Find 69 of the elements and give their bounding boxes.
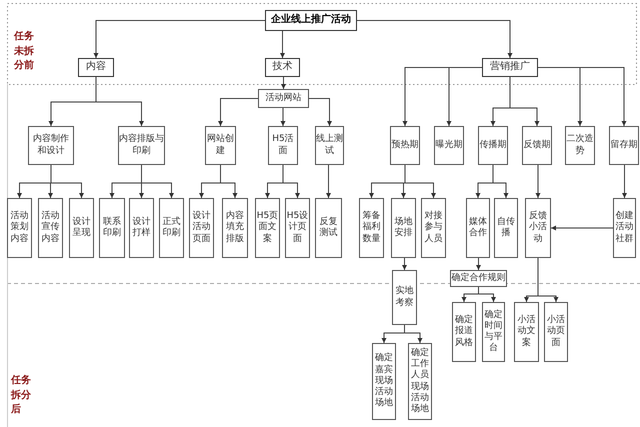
process-box: 设计呈现 [69,198,94,258]
arrow [220,164,238,198]
process-box: 内容排版与印刷 [118,126,165,165]
process-box: 确定报道风格 [452,302,476,362]
process-box: 内容制作和设计 [28,126,74,165]
process-box: 二次造势 [565,126,595,165]
arrow [404,164,436,198]
arrow [446,67,482,126]
arrow [141,164,174,198]
process-box: 网站创建 [205,126,236,165]
process-box: 活动网站 [258,89,309,108]
process-box: 线上测试 [315,126,344,165]
arrow [536,164,540,198]
section-label: 任务拆分后 [11,374,32,417]
process-box: 确定合作规则 [450,270,507,287]
process-box: H5页面文案 [255,198,280,258]
process-box: 小活动文案 [514,302,539,362]
process-box: 反馈小活动 [525,198,551,258]
arrow [404,324,422,344]
process-box: 内容填充排版 [222,198,248,258]
process-box: 活动宣传内容 [38,198,63,258]
process-box: 确定时间与平台 [482,302,505,362]
arrow [622,164,627,198]
process-box: 反馈期 [522,126,552,165]
arrow [280,108,286,126]
process-box: 曝光期 [434,126,464,165]
process-box: 媒体合作 [466,198,490,258]
arrow [510,76,540,126]
arrow [308,98,332,126]
process-box: 企业线上推广活动 [265,10,357,31]
arrow [282,164,300,198]
process-box: 小活动页面 [544,302,568,362]
process-box: 内容 [78,58,114,77]
process-box: 活动策划内容 [7,198,32,258]
process-box: 预热期 [390,126,420,165]
arrow [280,30,285,58]
process-box: 确定工作人员现场活动场地 [408,343,432,420]
arrow [402,258,407,270]
arrow [326,164,331,198]
arrow [50,164,84,198]
section-label: 任务未拆分前 [14,30,35,73]
process-box: H5设计页面 [285,198,310,258]
arrow [281,76,286,90]
arrow [94,20,266,58]
process-box: 场地安排 [391,198,416,258]
process-box: 营销推广 [482,58,538,77]
process-box: 对接参与人员 [421,198,446,258]
process-box: 设计打样 [129,198,154,258]
process-box: 正式印刷 [159,198,184,258]
process-box: 联系印刷 [99,198,125,258]
process-box: 设计活动页面 [189,198,214,258]
process-box: 确定嘉宾现场活动场地 [372,343,396,420]
arrow [356,20,512,58]
arrow [538,67,626,126]
process-box: H5活面 [268,126,298,165]
process-box: 筹备福利数量 [359,198,384,258]
arrow [550,226,614,230]
process-box: 传播期 [478,126,508,165]
arrow [218,98,258,126]
process-box: 自传播 [494,198,518,258]
arrow [96,76,144,126]
process-box: 创建活动社群 [613,198,636,258]
process-box: 反复测试 [315,198,342,258]
arrow [478,286,496,302]
arrow [476,258,481,270]
process-box: 留存期 [609,126,639,165]
process-box: 实地考察 [392,270,417,325]
process-box: 技术 [265,58,300,77]
arrow [492,164,508,198]
